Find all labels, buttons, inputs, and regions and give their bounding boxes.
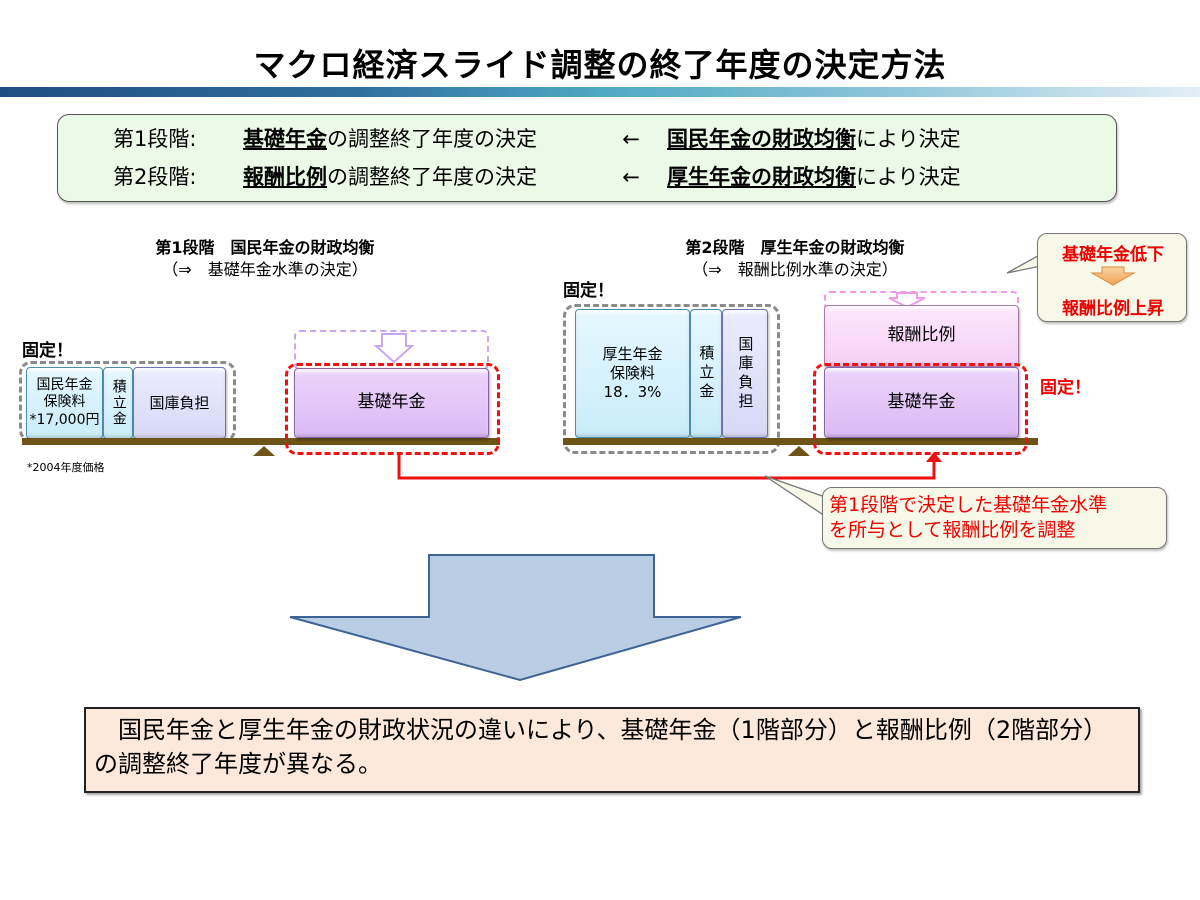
stage2-basic-pension-block: 基礎年金 <box>824 367 1019 438</box>
stage1-balance-beam <box>22 438 500 445</box>
stage1-footnote: *2004年度価格 <box>27 461 105 474</box>
stage2-fixed-label-left: 固定！ <box>563 281 614 301</box>
summary-tail: により決定 <box>856 127 961 151</box>
stage-connector-arrow <box>397 452 942 480</box>
title-divider-bar <box>0 87 1200 97</box>
stage1-reserve-block: 積立金 <box>103 367 133 439</box>
callout-effect-line1: 基礎年金低下 <box>1062 245 1164 265</box>
stage1-subtitle: （⇒ 基礎年金水準の決定） <box>162 260 368 279</box>
summary-lead: 第1段階: <box>113 127 197 151</box>
callout-effect: 基礎年金低下 報酬比例上昇 <box>1037 233 1187 322</box>
stage2-fixed-label-right: 固定！ <box>1040 378 1091 398</box>
summary-middle: の調整終了年度の決定 <box>327 165 537 189</box>
stage2-fixed-group-outline <box>563 304 780 454</box>
down-arrow-icon <box>374 333 414 364</box>
down-arrow-icon <box>1090 266 1136 286</box>
left-arrow-icon: ← <box>622 127 640 151</box>
left-arrow-icon: ← <box>622 165 640 189</box>
conclusion-box: 国民年金と厚生年金の財政状況の違いにより、基礎年金（1階部分）と報酬比例（2階部… <box>84 707 1140 793</box>
stage2-balance-beam <box>563 438 1038 445</box>
stage2-basic-pension-highlight <box>813 363 1028 455</box>
page-title: マクロ経済スライド調整の終了年度の決定方法 <box>253 46 947 84</box>
stage2-reserve-block: 積立金 <box>690 309 722 438</box>
big-down-arrow-icon <box>289 554 742 682</box>
summary-row-stage1: 第1段階: 基礎年金の調整終了年度の決定 ← 国民年金の財政均衡により決定 <box>113 123 961 153</box>
stage2-title: 第2段階 厚生年金の財政均衡 <box>685 238 905 257</box>
stage1-fixed-label: 固定！ <box>22 341 73 361</box>
summary-row-stage2: 第2段階: 報酬比例の調整終了年度の決定 ← 厚生年金の財政均衡により決定 <box>113 161 961 191</box>
stage2-fulcrum-icon <box>788 446 810 456</box>
stage1-treasury-block: 国庫負担 <box>133 367 226 439</box>
stage2-premium-block: 厚生年金 保険料 18．3% <box>575 309 690 438</box>
stage2-subtitle: （⇒ 報酬比例水準の決定） <box>692 260 898 279</box>
callout-effect-line2: 報酬比例上昇 <box>1062 299 1164 319</box>
down-arrow-icon <box>888 292 926 308</box>
summary-basis: 国民年金の財政均衡 <box>667 127 856 151</box>
summary-box: 第1段階: 基礎年金の調整終了年度の決定 ← 国民年金の財政均衡により決定 第2段階:… <box>57 114 1117 202</box>
summary-basis: 厚生年金の財政均衡 <box>667 165 856 189</box>
summary-middle: の調整終了年度の決定 <box>327 127 537 151</box>
summary-subject: 基礎年金 <box>243 127 327 151</box>
callout-link-line2: を所与として報酬比例を調整 <box>829 519 1076 541</box>
stage2-earnings-related-block: 報酬比例 <box>824 305 1019 367</box>
callout-link-line1: 第1段階で決定した基礎年金水準 <box>829 494 1108 516</box>
stage2-treasury-block: 国庫負担 <box>722 309 768 438</box>
stage1-title: 第1段階 国民年金の財政均衡 <box>155 238 375 257</box>
summary-tail: により決定 <box>856 165 961 189</box>
summary-subject: 報酬比例 <box>243 165 327 189</box>
stage1-basic-pension-highlight <box>285 363 500 455</box>
stage1-basic-pension-block: 基礎年金 <box>294 368 489 438</box>
stage1-fulcrum-icon <box>253 446 275 456</box>
stage1-premium-block: 国民年金 保険料 *17,000円 <box>26 367 103 439</box>
conclusion-text: 国民年金と厚生年金の財政状況の違いにより、基礎年金（1階部分）と報酬比例（2階部… <box>94 716 1108 778</box>
callout-link-pointer <box>764 475 829 520</box>
callout-link: 第1段階で決定した基礎年金水準 を所与として報酬比例を調整 <box>822 487 1167 549</box>
summary-lead: 第2段階: <box>113 165 197 189</box>
